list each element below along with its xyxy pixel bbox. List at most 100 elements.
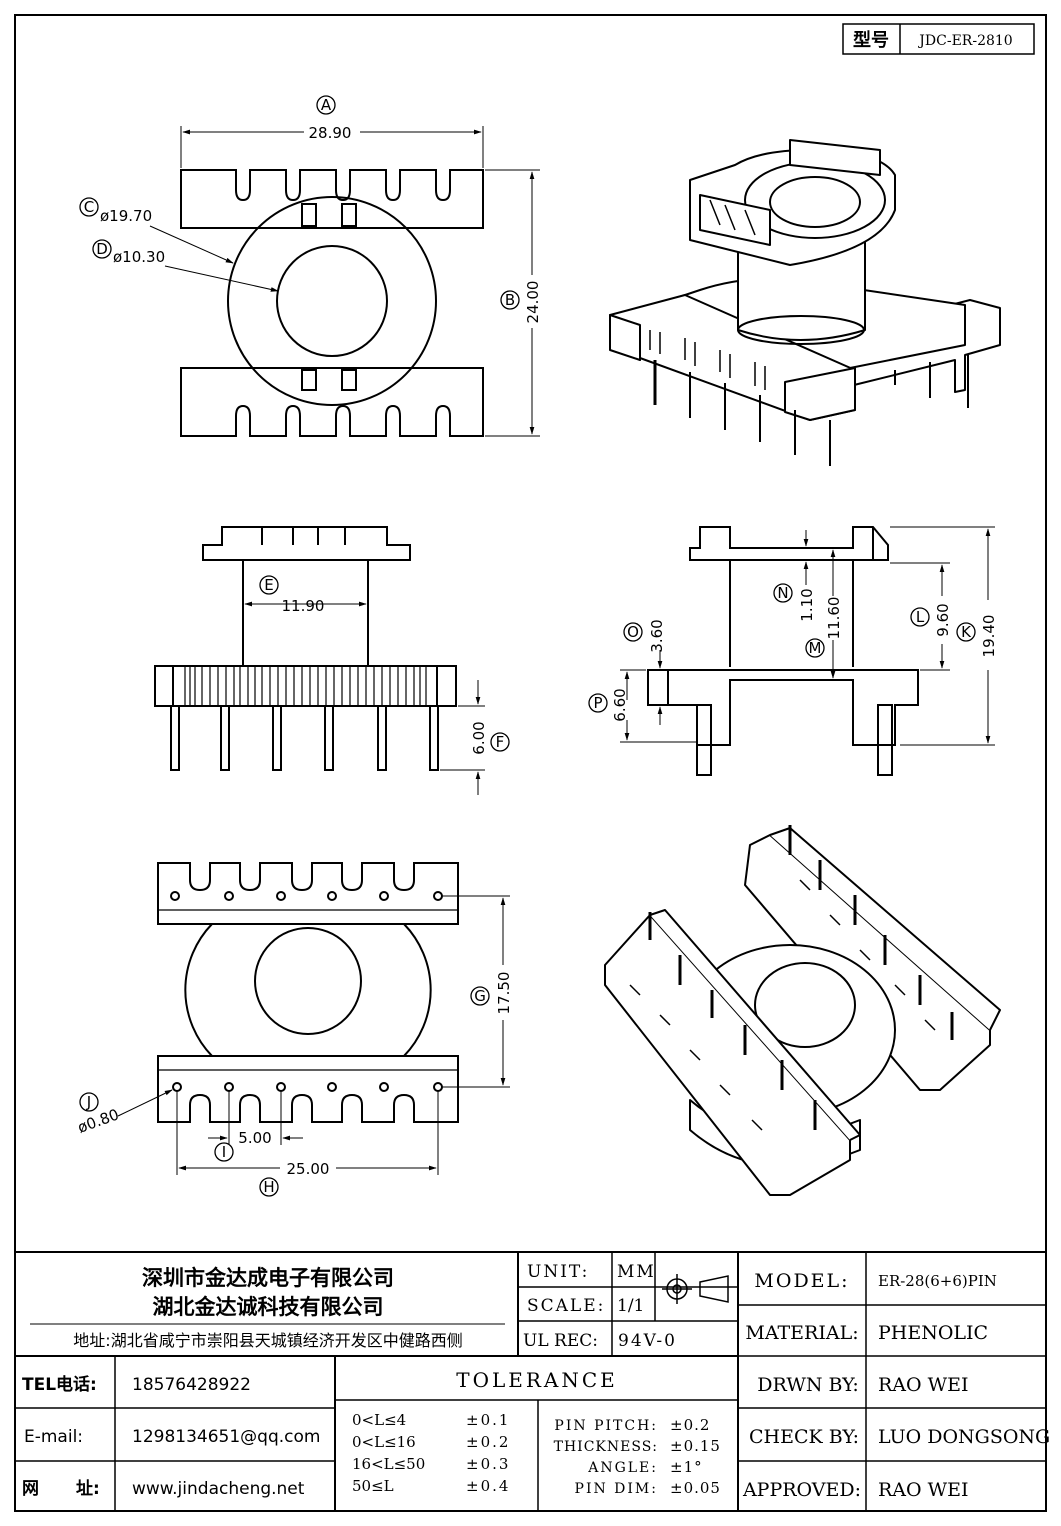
email-label: E-mail: (24, 1427, 83, 1447)
front-view (154, 526, 457, 771)
top-view (180, 169, 484, 437)
model-box-value: JDC-ER-2810 (917, 33, 1012, 49)
dim-L-letter: L (916, 608, 925, 626)
dimension-F: 6.00 F (440, 680, 510, 795)
dim-A-value: 28.90 (309, 124, 352, 142)
website-label-2: 址: (76, 1479, 100, 1499)
dim-C-letter: C (84, 198, 94, 216)
ulrec-value: 94V-0 (618, 1331, 677, 1351)
model-box-label: 型号 (853, 29, 889, 51)
dim-O-value: 3.60 (648, 619, 666, 652)
dim-P-letter: P (593, 694, 602, 712)
pin-pitch-value: ±0.2 (670, 1416, 710, 1434)
angle-label: ANGLE: (587, 1460, 658, 1476)
title-block (15, 1251, 1046, 1511)
dim-B-letter: B (505, 291, 515, 309)
scale-label: SCALE: (527, 1296, 605, 1316)
unit-label: UNIT: (527, 1262, 589, 1282)
model-value: ER-28(6+6)PIN (878, 1272, 997, 1290)
tolerance-value-4: ±0.4 (466, 1477, 510, 1495)
dim-J-value: ø0.80 (75, 1105, 121, 1136)
material-value: PHENOLIC (878, 1322, 988, 1344)
dim-D-value: ø10.30 (113, 248, 165, 266)
dim-E-value: 11.90 (282, 597, 325, 615)
dim-K-value: 19.40 (980, 615, 998, 658)
approved-value: RAO WEI (878, 1479, 969, 1501)
dim-D-letter: D (96, 240, 108, 258)
company-name-2: 湖北金达诚科技有限公司 (153, 1295, 384, 1319)
ulrec-label: UL REC: (523, 1331, 598, 1351)
dim-N-value: 1.10 (798, 588, 816, 621)
thickness-value: ±0.15 (670, 1437, 721, 1455)
dimension-O: O 3.60 (623, 619, 666, 725)
dim-C-value: ø19.70 (100, 207, 152, 225)
dimension-A: A 28.90 (180, 95, 484, 168)
dim-F-value: 6.00 (470, 721, 488, 754)
dimension-E: E 11.90 (244, 575, 367, 615)
pin-pitch-label: PIN PITCH: (554, 1418, 658, 1434)
dim-I-value: 5.00 (238, 1129, 271, 1147)
unit-value: MM (617, 1262, 656, 1282)
dimension-D: D ø10.30 (92, 239, 279, 292)
bottom-view (157, 862, 459, 1123)
isometric-view-top (609, 139, 1001, 466)
dimension-K: K 19.40 (890, 526, 998, 746)
drawn-by-value: RAO WEI (878, 1374, 969, 1396)
tolerance-value-1: ±0.1 (466, 1411, 510, 1429)
dimension-H: 25.00 H (176, 1091, 439, 1197)
side-view (647, 526, 919, 776)
check-by-label: CHECK BY: (749, 1426, 859, 1448)
dim-B-value: 24.00 (524, 281, 542, 324)
pin-dim-value: ±0.05 (670, 1479, 721, 1497)
dim-M-value: 11.60 (825, 597, 843, 640)
tolerance-range-4: 50≤L (352, 1477, 394, 1495)
dim-H-letter: H (263, 1178, 274, 1196)
model-number-box: 型号 JDC-ER-2810 (842, 23, 1035, 55)
pin-dim-label: PIN DIM: (575, 1481, 658, 1497)
website-value: www.jindacheng.net (132, 1479, 305, 1499)
material-label: MATERIAL: (745, 1322, 858, 1344)
isometric-view-bottom (604, 825, 1001, 1196)
dim-F-letter: F (496, 733, 505, 751)
dim-E-letter: E (264, 576, 273, 594)
dim-J-letter: J (86, 1093, 91, 1111)
dimension-I: 5.00 I (208, 1091, 303, 1162)
projection-symbol-icon (662, 1274, 729, 1304)
company-address: 地址:湖北省咸宁市崇阳县天城镇经济开发区中健路西侧 (73, 1331, 462, 1350)
tolerance-value-3: ±0.3 (466, 1455, 510, 1473)
dim-N-letter: N (777, 584, 788, 602)
tolerance-range-3: 16<L≤50 (352, 1455, 425, 1473)
dim-K-letter: K (961, 623, 972, 641)
angle-value: ±1° (670, 1458, 703, 1476)
approved-label: APPROVED: (742, 1479, 861, 1501)
dim-I-letter: I (222, 1143, 226, 1161)
dim-G-value: 17.50 (495, 972, 513, 1015)
tolerance-title: TOLERANCE (456, 1368, 618, 1392)
email-value: 1298134651@qq.com (132, 1427, 320, 1447)
dim-G-letter: G (474, 987, 486, 1005)
scale-value: 1/1 (617, 1296, 644, 1316)
tolerance-value-2: ±0.2 (466, 1433, 510, 1451)
dim-A-letter: A (321, 96, 332, 114)
dimension-L: L 9.60 (890, 562, 952, 671)
tolerance-range-2: 0<L≤16 (352, 1433, 416, 1451)
dimension-G: G 17.50 (442, 895, 513, 1088)
dimension-B: B 24.00 (485, 169, 542, 437)
dim-P-value: 6.60 (611, 688, 629, 721)
dim-L-value: 9.60 (934, 603, 952, 636)
drawing-frame (14, 14, 1047, 1512)
dim-H-value: 25.00 (287, 1160, 330, 1178)
model-label: MODEL: (754, 1270, 849, 1292)
dimension-M: M 11.60 (805, 549, 843, 679)
dimension-N: N 1.10 (773, 530, 816, 622)
dim-M-letter: M (809, 639, 822, 657)
tel-value: 18576428922 (132, 1375, 251, 1395)
website-label-1: 网 (22, 1479, 39, 1499)
drawn-by-label: DRWN BY: (757, 1374, 859, 1396)
check-by-value: LUO DONGSONG (878, 1426, 1050, 1448)
company-name-1: 深圳市金达成电子有限公司 (142, 1266, 394, 1290)
dimension-P: P 6.60 (588, 669, 697, 743)
dimension-C: C ø19.70 (79, 197, 234, 264)
tel-label: TEL电话: (22, 1374, 97, 1395)
